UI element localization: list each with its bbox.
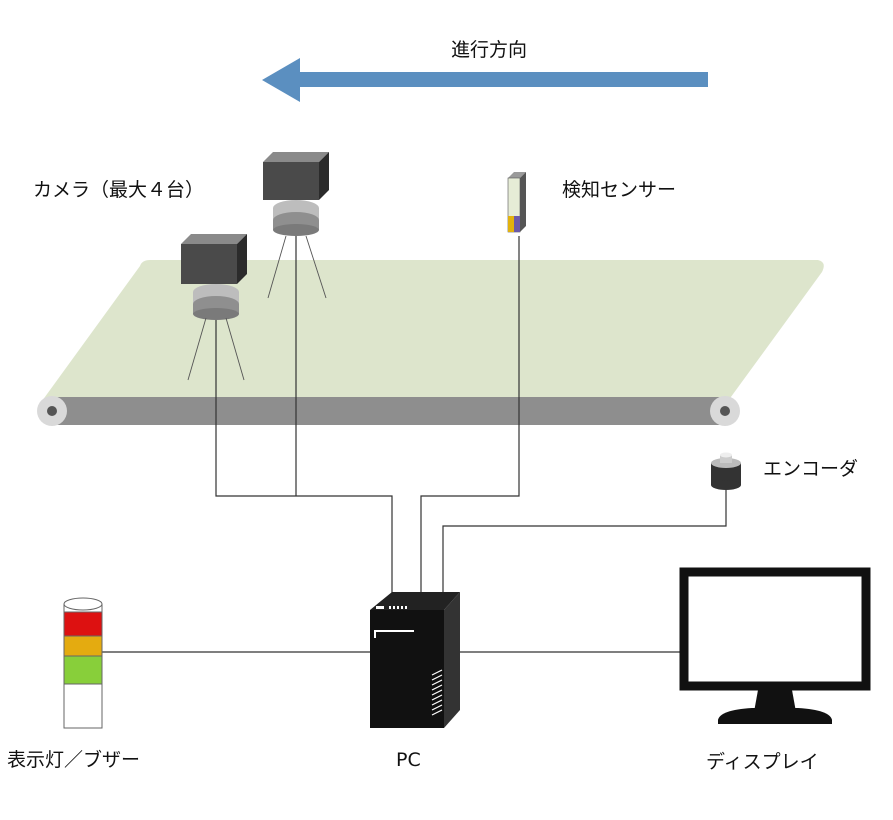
display-label: ディスプレイ	[706, 751, 819, 773]
camera-label: カメラ（最大４台）	[33, 179, 205, 201]
sensor-label: 検知センサー	[562, 179, 677, 201]
display-icon	[679, 567, 871, 724]
camera-icon	[263, 152, 329, 299]
encoder-label: エンコーダ	[763, 458, 859, 480]
pc-label: PC	[396, 749, 421, 771]
direction-label: 進行方向	[451, 39, 528, 61]
encoder-icon	[711, 452, 741, 490]
pc-icon	[370, 592, 460, 728]
camera-icon	[181, 234, 247, 381]
tower-light-label: 表示灯／ブザー	[7, 749, 141, 771]
sensor-icon	[507, 172, 526, 233]
wiring	[100, 236, 727, 653]
conveyor-belt	[37, 260, 824, 426]
conveyor-roller	[38, 397, 738, 425]
direction-arrow	[262, 58, 708, 102]
tower-light-icon	[63, 597, 103, 729]
